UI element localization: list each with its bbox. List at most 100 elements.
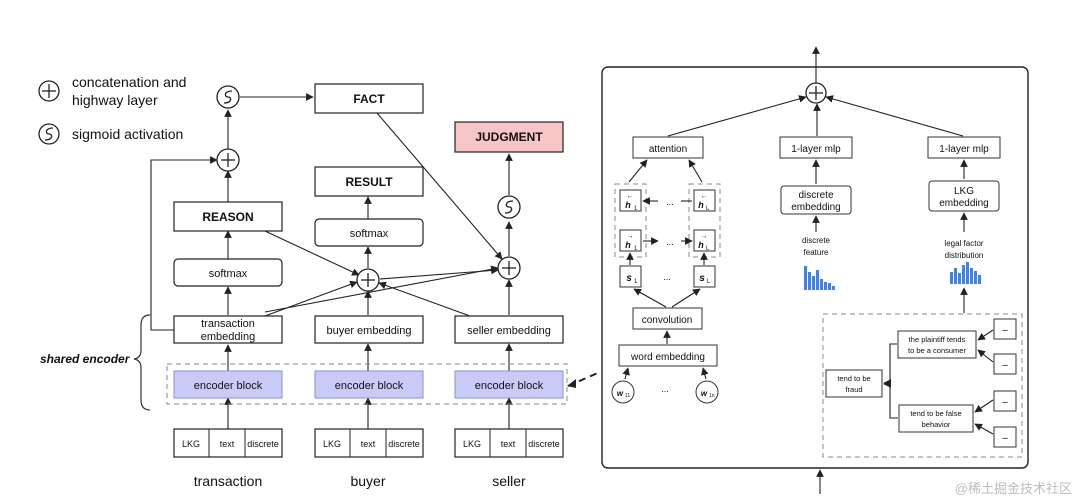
- transaction-embedding-box: transaction embedding: [173, 315, 283, 344]
- column-label-transaction: transaction: [194, 473, 262, 489]
- s1-cell: s 1: [619, 265, 642, 288]
- plaintiff-label-2: to be a consumer: [908, 346, 966, 355]
- sL-cell: s L: [693, 265, 716, 288]
- w1n-text: w: [701, 389, 708, 398]
- concat-node-judgment: [497, 256, 521, 280]
- transaction-embedding-label: transaction: [201, 318, 255, 330]
- mlp-label-2: 1-layer mlp: [939, 144, 989, 155]
- input-text: text: [220, 439, 235, 449]
- input-text: text: [361, 439, 376, 449]
- attention-label: attention: [649, 144, 687, 155]
- s1-text: s: [626, 273, 632, 284]
- convolution-label: convolution: [642, 315, 693, 326]
- false-behavior-node: tend to be false behavior: [898, 404, 974, 433]
- minus-3: –: [1002, 397, 1008, 408]
- ellipsis-w: ...: [661, 384, 669, 394]
- h1-text: h: [625, 200, 631, 210]
- minus-box-1: –: [993, 318, 1017, 340]
- concat-label-2: highway layer: [72, 92, 158, 108]
- input-text: text: [501, 439, 516, 449]
- hL-text: h: [698, 240, 704, 250]
- mlp-label: 1-layer mlp: [791, 144, 841, 155]
- word-embedding-label: word embedding: [630, 352, 705, 363]
- encoder-block-label: encoder block: [194, 380, 263, 392]
- minus-1: –: [1002, 325, 1008, 336]
- h1-sub: 1: [634, 246, 638, 252]
- lkg-embedding-label-2: embedding: [939, 198, 988, 209]
- attention-box: attention: [632, 136, 704, 159]
- input-table-transaction: LKG text discrete: [173, 428, 283, 458]
- word-embedding-box: word embedding: [618, 344, 718, 367]
- h1-forward-cell: → h 1: [619, 229, 642, 252]
- svg-text:→: →: [627, 233, 634, 240]
- hL-sub: L: [706, 246, 710, 252]
- legal-factor-label-2: distribution: [945, 251, 984, 260]
- watermark: @稀土掘金技术社区: [955, 481, 1072, 496]
- concat-node-panel: [805, 82, 827, 104]
- w11-sub: 11: [625, 393, 630, 399]
- legal-factor-histogram-icon: [950, 262, 981, 284]
- minus-box-3: –: [993, 390, 1017, 412]
- discrete-embedding-label: discrete: [798, 190, 833, 201]
- mlp-box-lkg: 1-layer mlp: [927, 136, 1001, 159]
- softmax-box-left: softmax: [173, 258, 283, 287]
- softmax-box-mid: softmax: [314, 218, 424, 247]
- minus-box-4: –: [993, 426, 1017, 448]
- h1-backward-cell: ← h 1: [619, 189, 642, 212]
- input-lkg: LKG: [463, 439, 481, 449]
- encoder-block-label: encoder block: [475, 380, 544, 392]
- discrete-feature-histogram-icon: [804, 266, 835, 290]
- minus-box-2: –: [993, 353, 1017, 375]
- softmax-mid-label: softmax: [350, 228, 389, 240]
- w11-text: w: [617, 389, 624, 398]
- sL-sub: L: [707, 279, 711, 285]
- fraud-label-2: fraud: [845, 385, 862, 394]
- fact-label: FACT: [353, 92, 385, 106]
- h1-text: h: [625, 240, 631, 250]
- fact-box: FACT: [314, 83, 424, 114]
- column-label-buyer: buyer: [350, 473, 385, 489]
- seller-embedding-box: seller embedding: [454, 315, 564, 344]
- plaintiff-label: the plaintiff tends: [909, 335, 966, 344]
- buyer-embedding-label: buyer embedding: [326, 325, 411, 337]
- hL-forward-cell: → h L: [693, 229, 716, 252]
- discrete-feature-label-2: feature: [804, 248, 829, 257]
- svg-text:←: ←: [627, 193, 634, 200]
- input-table-seller: LKG text discrete: [454, 428, 564, 458]
- transaction-embedding-label-2: embedding: [201, 331, 255, 343]
- reason-label: REASON: [202, 210, 253, 224]
- hL-backward-cell: ← h L: [693, 189, 716, 212]
- svg-text:→: →: [701, 233, 708, 240]
- ellipsis-h-top: ...: [666, 197, 674, 207]
- left-connectors: [150, 93, 601, 429]
- minus-4: –: [1002, 433, 1008, 444]
- h1-sub: 1: [634, 206, 638, 212]
- encoder-block-seller: encoder block: [454, 370, 564, 399]
- ellipsis-s: ...: [663, 272, 671, 282]
- hL-text: h: [698, 200, 704, 210]
- input-lkg: LKG: [182, 439, 200, 449]
- legend: concatenation and highway layer sigmoid …: [38, 74, 186, 145]
- judgment-box: JUDGMENT: [454, 121, 564, 153]
- shared-encoder-label: shared encoder: [40, 352, 131, 366]
- w1n-sub: 1n: [709, 393, 715, 399]
- hL-sub: L: [706, 206, 710, 212]
- input-table-buyer: LKG text discrete: [314, 428, 424, 458]
- input-discrete: discrete: [528, 439, 560, 449]
- encoder-block-transaction: encoder block: [173, 370, 283, 399]
- sigmoid-icon: [38, 123, 60, 145]
- input-discrete: discrete: [247, 439, 279, 449]
- concat-label: concatenation and: [72, 74, 186, 90]
- encoder-block-buyer: encoder block: [314, 370, 424, 399]
- concat-node-result: [356, 268, 380, 292]
- reason-box: REASON: [173, 201, 283, 232]
- sigmoid-node-judgment: [497, 195, 521, 219]
- svg-text:←: ←: [701, 193, 708, 200]
- seller-embedding-label: seller embedding: [467, 325, 551, 337]
- lkg-embedding-label: LKG: [954, 186, 974, 197]
- lkg-embedding-box: LKG embedding: [928, 180, 1000, 212]
- input-lkg: LKG: [323, 439, 341, 449]
- ellipsis-h-bottom: ...: [666, 237, 674, 247]
- shared-encoder-brace: [133, 314, 151, 411]
- result-box: RESULT: [314, 166, 424, 197]
